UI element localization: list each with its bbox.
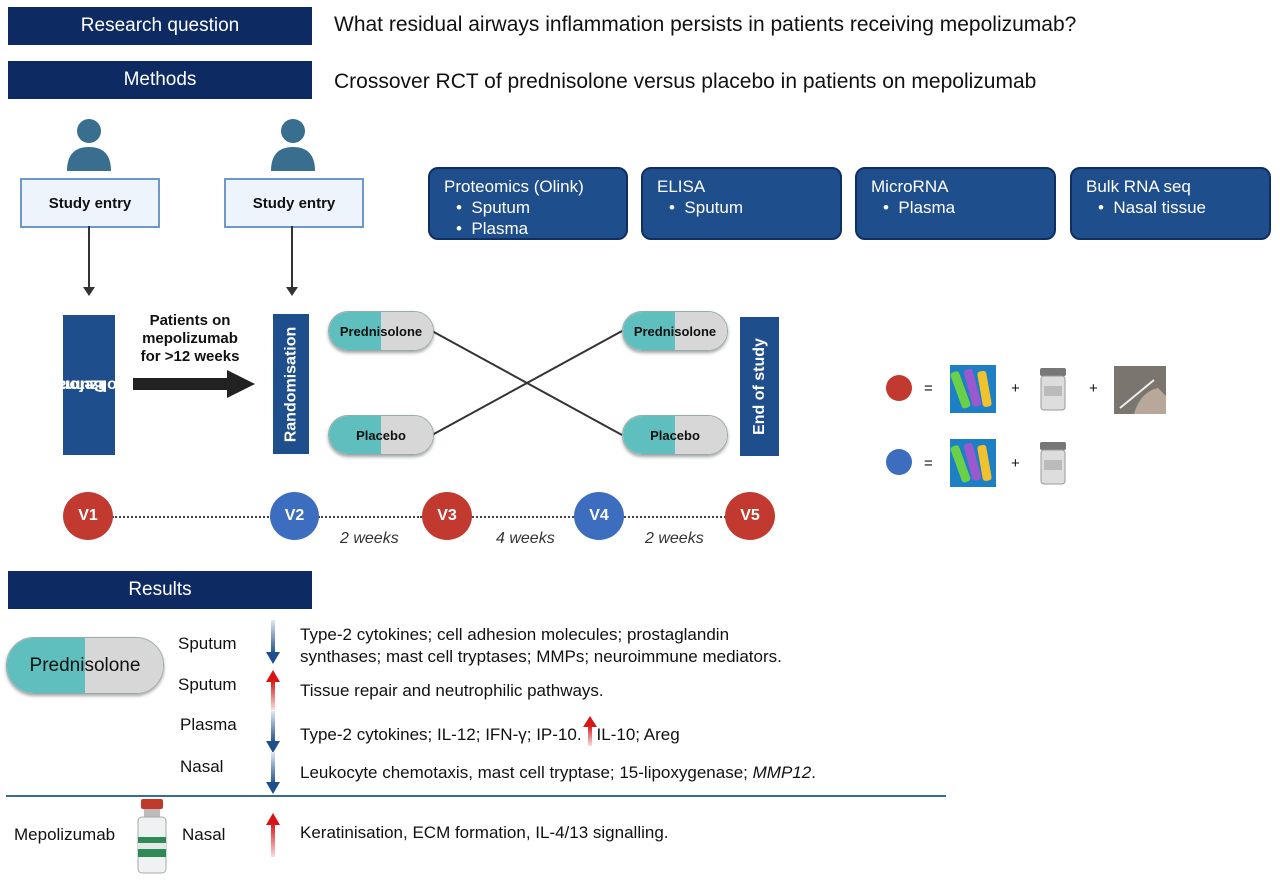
- sample-label: Nasal: [182, 825, 226, 844]
- visit-marker: V4: [574, 492, 624, 540]
- legend-blue-dot: [886, 449, 912, 475]
- up-arrow-icon: [266, 670, 280, 710]
- legend-equals: =: [924, 380, 933, 397]
- prednisolone-pill: Prednisolone: [622, 311, 728, 351]
- up-arrow-icon: [266, 813, 280, 857]
- results-divider: [6, 795, 946, 797]
- visit-marker: V5: [725, 492, 775, 540]
- sputum-pot-icon: [1040, 442, 1066, 485]
- person-icon: [67, 119, 111, 171]
- assay-item: • Sputum: [456, 198, 530, 217]
- prednisolone-pill-label: Prednisolone: [633, 323, 717, 339]
- assay-box-microrna: MicroRNA • Plasma: [855, 167, 1056, 240]
- placebo-pill-label: Placebo: [650, 427, 700, 443]
- placebo-pill: Placebo: [328, 415, 434, 455]
- timeline-dots: [318, 516, 422, 518]
- timeline-dots: [624, 516, 726, 518]
- randomisation-bar: Randomisation: [273, 314, 309, 454]
- result-text: Keratinisation, ECM formation, IL-4/13 s…: [300, 823, 669, 842]
- end-of-study-label: End of study: [751, 338, 769, 435]
- vial-icon: [137, 799, 167, 874]
- methods-text: Crossover RCT of prednisolone versus pla…: [334, 70, 1037, 93]
- assay-item: • Plasma: [883, 198, 956, 217]
- blood-tubes-icon: [950, 365, 996, 413]
- down-arrow: [286, 226, 298, 296]
- prednisolone-pill: Prednisolone: [328, 311, 434, 351]
- assay-title: MicroRNA: [871, 177, 949, 196]
- right-arrow: [133, 370, 255, 398]
- result-text: Type-2 cytokines; cell adhesion molecule…: [300, 625, 782, 666]
- assay-title: ELISA: [657, 177, 706, 196]
- down-arrow: [83, 226, 95, 296]
- research-question-label: Research question: [8, 7, 312, 45]
- results-pill-label: Prednisolone: [29, 654, 141, 676]
- timeline-dots: [472, 516, 574, 518]
- result-text: Type-2 cytokines; IL-12; IFN-γ; IP-10. I…: [300, 716, 680, 746]
- interval-label: 4 weeks: [496, 530, 555, 547]
- down-arrow-icon: [266, 711, 280, 753]
- study-entry-box: Study entry: [224, 178, 364, 228]
- assay-item: • Plasma: [456, 219, 529, 238]
- legend-plus: +: [1089, 380, 1098, 397]
- assay-box-rnaseq: Bulk RNA seq • Nasal tissue: [1070, 167, 1271, 240]
- down-arrow-icon: [266, 752, 280, 794]
- result-text: Leukocyte chemotaxis, mast cell tryptase…: [300, 763, 816, 782]
- end-of-study-bar: End of study: [740, 317, 779, 456]
- sample-label: Sputum: [178, 634, 237, 653]
- legend-plus: +: [1011, 455, 1020, 472]
- assay-title: Bulk RNA seq: [1086, 177, 1191, 196]
- down-arrow-icon: [266, 620, 280, 664]
- assay-box-elisa: ELISA • Sputum: [641, 167, 842, 240]
- mepolizumab-label: Mepolizumab: [14, 825, 116, 844]
- assay-item: • Sputum: [669, 198, 743, 217]
- visit-marker: V3: [422, 492, 472, 540]
- study-entry-box: Study entry: [20, 178, 160, 228]
- prednisolone-pill-label: Prednisolone: [339, 323, 423, 339]
- crossover-lines: [431, 330, 623, 436]
- placebo-pill-label: Placebo: [356, 427, 406, 443]
- interval-label: 2 weeks: [645, 530, 704, 547]
- legend-red-dot: [886, 375, 912, 401]
- research-question-text: What residual airways inflammation persi…: [334, 13, 1077, 36]
- sample-label: Sputum: [178, 675, 237, 694]
- patients-note: Patients on mepolizumab for >12 weeks: [140, 312, 240, 365]
- legend-equals: =: [924, 455, 933, 472]
- person-icon: [271, 119, 315, 171]
- nasal-swab-icon: [1114, 366, 1166, 414]
- assay-item: • Nasal tissue: [1098, 198, 1207, 217]
- randomisation-label: Randomisation: [282, 326, 300, 442]
- blood-tubes-icon: [950, 439, 996, 487]
- sample-label: Plasma: [180, 715, 237, 734]
- visit-marker: V2: [270, 492, 319, 540]
- results-label: Results: [8, 571, 312, 609]
- legend-plus: +: [1011, 380, 1020, 397]
- placebo-pill: Placebo: [622, 415, 728, 455]
- prednisolone-pill: Prednisolone: [6, 637, 164, 694]
- visit-marker: V1: [63, 492, 113, 540]
- assay-box-proteomics: Proteomics (Olink) • Sputum • Plasma: [428, 167, 628, 240]
- sample-label: Nasal: [180, 757, 224, 776]
- up-arrow-icon: [582, 716, 597, 746]
- interval-label: 2 weeks: [340, 530, 399, 547]
- timeline-dots: [112, 516, 272, 518]
- result-text: Tissue repair and neutrophilic pathways.: [300, 681, 604, 700]
- sputum-pot-icon: [1040, 368, 1066, 411]
- assay-title: Proteomics (Olink): [444, 177, 584, 196]
- methods-label: Methods: [8, 61, 312, 99]
